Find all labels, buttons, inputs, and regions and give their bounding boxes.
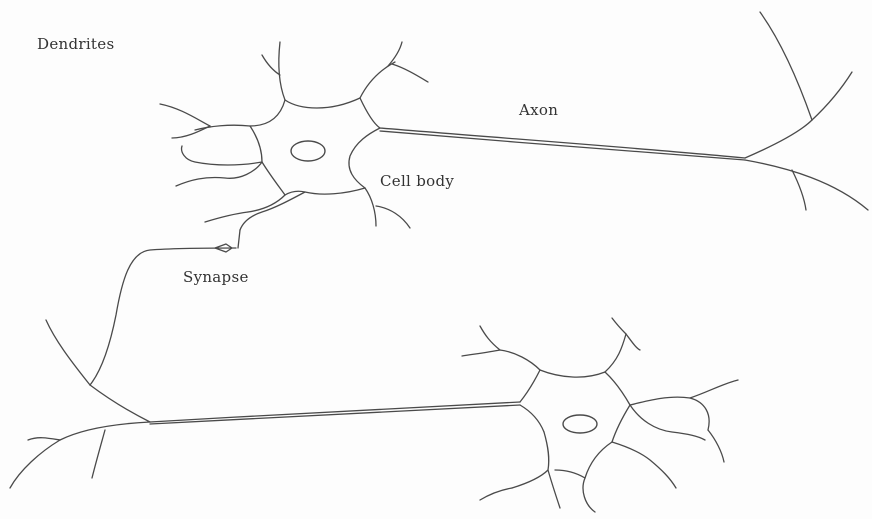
lower-neuron xyxy=(10,318,738,512)
cell-body-label: Cell body xyxy=(380,172,454,190)
dendrite-to-synapse xyxy=(46,230,240,422)
upper-nucleus xyxy=(291,141,325,161)
dendrites-label: Dendrites xyxy=(37,35,114,53)
synapse-label: Synapse xyxy=(183,268,249,286)
upper-cell-body xyxy=(160,42,428,230)
upper-neuron xyxy=(46,12,868,422)
lower-axon xyxy=(10,402,520,488)
lower-cell-body xyxy=(462,318,738,512)
axon-label: Axon xyxy=(519,101,558,119)
lower-nucleus xyxy=(563,415,597,433)
